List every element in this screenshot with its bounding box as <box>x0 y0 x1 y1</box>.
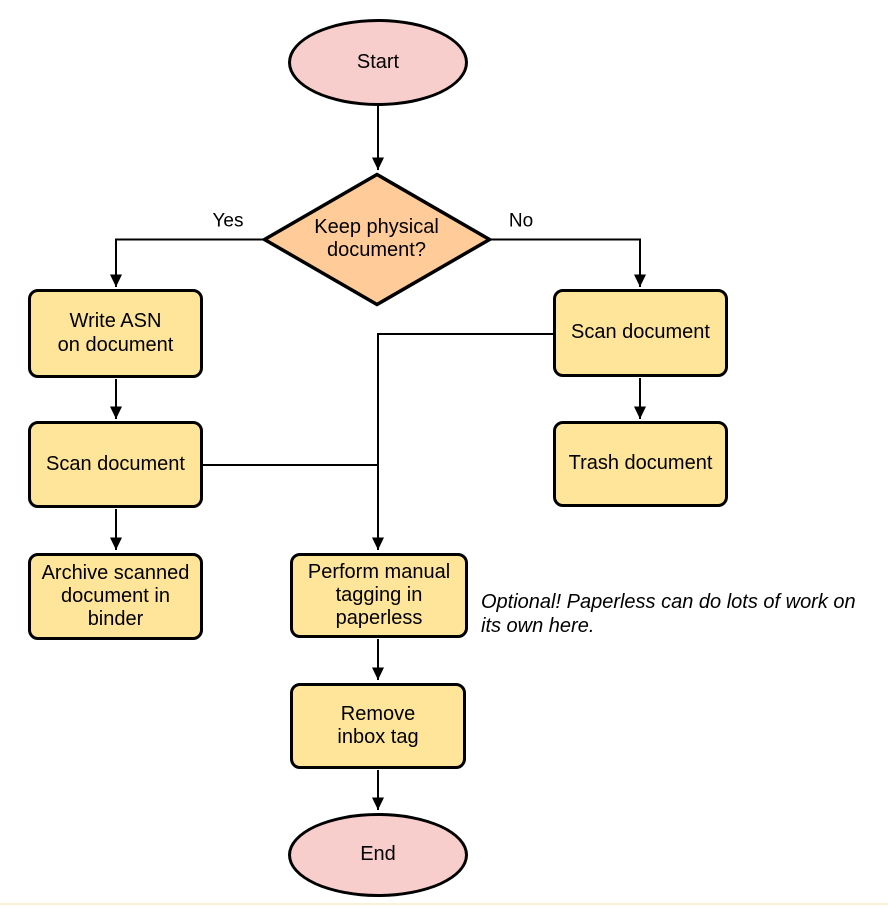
start-terminator: Start <box>288 19 468 106</box>
process-scan-document-left: Scan document <box>28 421 203 508</box>
edge-decision-no-to-scan-right <box>490 238 646 287</box>
decision-keep-physical-document-label: Keep physical document? <box>314 215 439 261</box>
process-archive-scanned-document: Archive scanned document in binder <box>28 553 203 640</box>
optional-note-text: Optional! Paperless can do lots of work … <box>481 591 856 637</box>
edge-label-no: No <box>506 210 536 232</box>
process-trash-document: Trash document <box>553 421 728 507</box>
end-terminator: End <box>288 813 468 897</box>
decision-diamond-shape <box>261 172 493 307</box>
process-write-asn-on-document: Write ASN on document <box>28 289 203 378</box>
edge-label-yes: Yes <box>210 210 246 232</box>
bottom-edge-line <box>0 903 888 905</box>
edge-decision-yes-to-write-asn <box>110 238 264 287</box>
process-perform-manual-tagging: Perform manual tagging in paperless <box>290 553 468 638</box>
process-remove-inbox-tag: Remove inbox tag <box>290 683 466 769</box>
edge-scan-right-to-perform-tagging <box>372 333 553 550</box>
process-scan-document-right: Scan document <box>553 289 728 377</box>
